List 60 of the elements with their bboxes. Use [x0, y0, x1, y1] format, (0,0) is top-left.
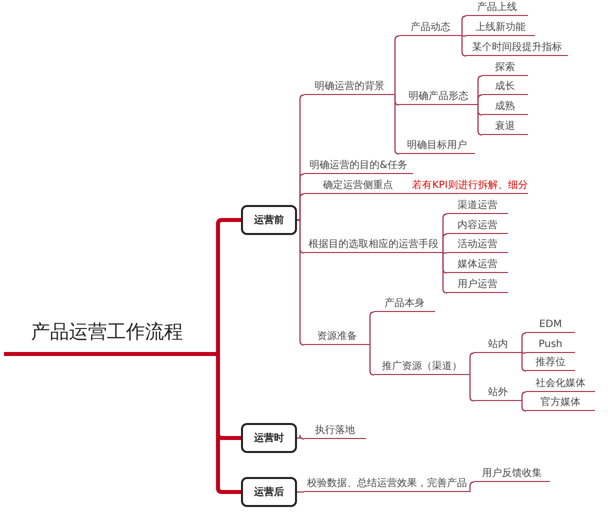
topic-node: 用户运营 — [447, 277, 508, 293]
connector-line — [369, 311, 375, 346]
topic-node: Push — [526, 337, 575, 353]
topic-node: 媒体运营 — [447, 257, 508, 273]
topic-node: 产品本身 — [374, 296, 435, 312]
connector-line — [297, 219, 305, 346]
note-text: 若有KPI则进行拆解、细分 — [412, 178, 528, 194]
topic-node: 内容运营 — [447, 218, 508, 234]
connector-line — [297, 193, 305, 221]
topic-node: 渠道运营 — [447, 198, 508, 214]
connector-line — [469, 352, 475, 376]
topic-node: 校验数据、总结运营效果，完善产品 — [304, 476, 470, 492]
topic-node: 社会化媒体 — [526, 376, 595, 392]
connector-line — [297, 434, 305, 440]
connector-line — [394, 94, 400, 155]
topic-node: 成熟 — [482, 99, 528, 115]
connector-line — [522, 352, 526, 354]
topic-node: 确定运营侧重点 — [304, 178, 412, 194]
topic-node: 明确运营的目的&任务 — [304, 158, 413, 174]
topic-node: 明确产品形态 — [399, 89, 478, 105]
connector-line — [461, 15, 467, 37]
topic-node: 站外 — [474, 385, 522, 401]
topic-node: 明确目标用户 — [399, 138, 475, 154]
topic-node: 用户反馈收集 — [474, 466, 550, 482]
connector-line — [521, 352, 527, 372]
topic-node: 探索 — [482, 60, 528, 76]
topic-node: 产品动态 — [399, 20, 462, 36]
connector-line — [521, 332, 527, 354]
connector-line — [462, 35, 466, 37]
topic-node: 官方媒体 — [526, 395, 595, 411]
topic-node: 推荐位 — [526, 355, 575, 371]
connector-line — [477, 94, 483, 106]
topic-node: 明确运营的背景 — [304, 79, 395, 95]
connector-line — [469, 481, 475, 493]
topic-node: 推广资源（渠道） — [374, 359, 470, 375]
connector-line — [442, 233, 448, 254]
stage-box: 运营前 — [241, 205, 297, 235]
topic-node: 上线新功能 — [466, 20, 535, 36]
topic-node: 活动运营 — [447, 237, 508, 253]
connector-line — [521, 400, 527, 412]
root-topic: 产品运营工作流程 — [4, 312, 210, 356]
topic-node: 根据目的选取相应的运营手段 — [304, 237, 443, 253]
topic-node: 执行落地 — [304, 423, 366, 439]
connector-line — [469, 374, 475, 402]
connector-line — [394, 35, 400, 96]
stage-box: 运营时 — [241, 423, 297, 453]
topic-node: 资源准备 — [304, 329, 370, 345]
topic-node: 成长 — [482, 79, 528, 95]
topic-node: 衰退 — [482, 119, 528, 135]
connector-line — [369, 344, 375, 376]
connector-line — [442, 252, 448, 294]
connector-line — [521, 391, 527, 402]
topic-node: 站内 — [474, 337, 522, 353]
topic-node: EDM — [526, 317, 575, 333]
topic-node: 某个时间段提升指标 — [466, 40, 568, 56]
topic-node: 产品上线 — [466, 0, 528, 16]
stage-box: 运营后 — [241, 477, 297, 507]
connector-line — [477, 104, 483, 136]
connector-line — [443, 252, 447, 254]
connector-line — [461, 35, 467, 57]
